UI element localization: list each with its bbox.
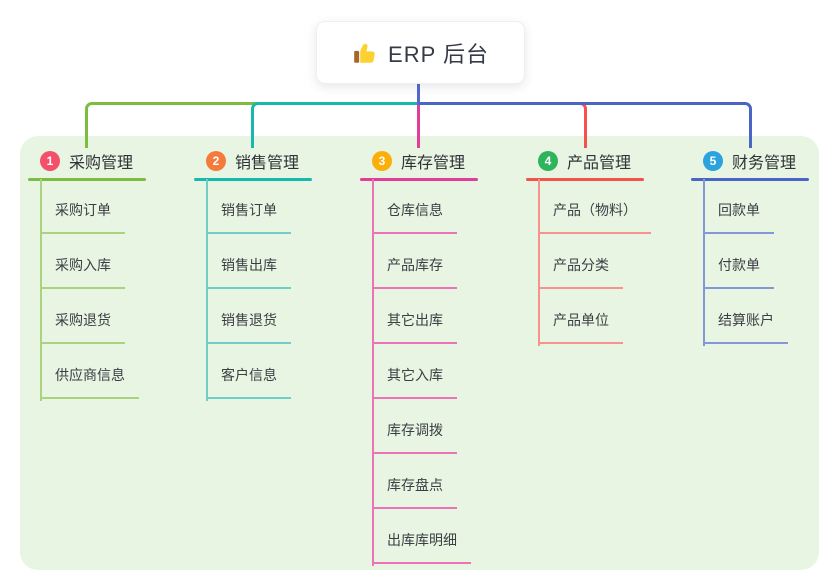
- child-node[interactable]: 采购入库: [40, 234, 125, 289]
- connector-line: [418, 102, 752, 148]
- branch-child-connector-line: [538, 179, 540, 346]
- branch-child-connector-line: [206, 179, 208, 401]
- branch-title-node[interactable]: 3 库存管理: [360, 146, 478, 176]
- branches-panel: [20, 136, 819, 570]
- branch: 3 库存管理 仓库信息产品库存其它出库其它入库库存调拨库存盘点出库库明细: [360, 146, 478, 566]
- branch-children: 仓库信息产品库存其它出库其它入库库存调拨库存盘点出库库明细: [372, 179, 471, 566]
- child-node[interactable]: 库存盘点: [372, 454, 457, 509]
- child-node[interactable]: 供应商信息: [40, 344, 139, 399]
- branch-number-badge: 5: [703, 151, 723, 171]
- child-node-label: 出库库明细: [387, 532, 457, 548]
- child-node-label: 产品库存: [387, 257, 443, 273]
- branch-underline: [360, 178, 478, 181]
- child-node[interactable]: 回款单: [703, 179, 774, 234]
- branch-label: 销售管理: [235, 155, 300, 172]
- root-node-label: ERP 后台: [388, 41, 489, 67]
- child-node[interactable]: 产品分类: [538, 234, 623, 289]
- child-node[interactable]: 库存调拨: [372, 399, 457, 454]
- child-node-label: 客户信息: [221, 367, 277, 383]
- branch-title-node[interactable]: 2 销售管理: [194, 146, 312, 176]
- branch-label: 财务管理: [732, 155, 797, 172]
- branch: 1 采购管理 采购订单采购入库采购退货供应商信息: [28, 146, 146, 401]
- branch-label: 产品管理: [567, 155, 632, 172]
- child-node-label: 产品（物料）: [553, 202, 637, 218]
- branch-child-connector-line: [703, 179, 705, 346]
- branch-underline: [194, 178, 312, 181]
- branch-number-badge: 3: [372, 151, 392, 171]
- branch: 2 销售管理 销售订单销售出库销售退货客户信息: [194, 146, 312, 401]
- branch-title-node[interactable]: 1 采购管理: [28, 146, 146, 176]
- branch-children: 销售订单销售出库销售退货客户信息: [206, 179, 291, 401]
- child-node[interactable]: 销售出库: [206, 234, 291, 289]
- child-node[interactable]: 采购订单: [40, 179, 125, 234]
- branch-underline: [526, 178, 644, 181]
- branch-underline: [28, 178, 146, 181]
- child-node[interactable]: 结算账户: [703, 289, 788, 344]
- child-node-label: 仓库信息: [387, 202, 443, 218]
- child-node[interactable]: 采购退货: [40, 289, 125, 344]
- child-node-label: 采购退货: [55, 312, 111, 328]
- child-node-label: 回款单: [718, 202, 760, 218]
- child-node-label: 库存调拨: [387, 422, 443, 438]
- child-node-label: 产品单位: [553, 312, 609, 328]
- child-node-label: 付款单: [718, 257, 760, 273]
- child-node[interactable]: 产品库存: [372, 234, 457, 289]
- branch-child-connector-line: [40, 179, 42, 401]
- thumbs-up-icon: [354, 43, 375, 63]
- child-node[interactable]: 仓库信息: [372, 179, 457, 234]
- root-node[interactable]: ERP 后台: [316, 21, 525, 84]
- connector-line: [251, 102, 419, 148]
- child-node-label: 销售订单: [221, 202, 277, 218]
- child-node-label: 销售退货: [221, 312, 277, 328]
- branch-label: 采购管理: [69, 155, 134, 172]
- child-node[interactable]: 客户信息: [206, 344, 291, 399]
- child-node[interactable]: 销售订单: [206, 179, 291, 234]
- child-node-label: 产品分类: [553, 257, 609, 273]
- child-node-label: 库存盘点: [387, 477, 443, 493]
- branch-title-node[interactable]: 4 产品管理: [526, 146, 644, 176]
- branch-label: 库存管理: [401, 155, 466, 172]
- child-node-label: 其它入库: [387, 367, 443, 383]
- branch-underline: [691, 178, 809, 181]
- branch-title-node[interactable]: 5 财务管理: [691, 146, 809, 176]
- branch-children: 产品（物料） 产品分类产品单位: [538, 179, 651, 346]
- child-node[interactable]: 产品（物料）: [538, 179, 651, 234]
- branch: 5 财务管理 回款单付款单结算账户: [691, 146, 809, 346]
- connector-line: [417, 102, 420, 148]
- branch-number-badge: 2: [206, 151, 226, 171]
- child-node-label: 其它出库: [387, 312, 443, 328]
- branch-children: 采购订单采购入库采购退货供应商信息: [40, 179, 139, 401]
- branch: 4 产品管理 产品（物料） 产品分类产品单位: [526, 146, 651, 346]
- connector-line: [417, 82, 420, 105]
- child-node-label: 采购订单: [55, 202, 111, 218]
- branch-child-connector-line: [372, 179, 374, 566]
- child-node-label: 销售出库: [221, 257, 277, 273]
- branch-number-badge: 4: [538, 151, 558, 171]
- child-node[interactable]: 销售退货: [206, 289, 291, 344]
- child-node[interactable]: 付款单: [703, 234, 774, 289]
- branch-children: 回款单付款单结算账户: [703, 179, 788, 346]
- child-node-label: 采购入库: [55, 257, 111, 273]
- child-node-label: 供应商信息: [55, 367, 125, 383]
- child-node[interactable]: 其它入库: [372, 344, 457, 399]
- child-node-label: 结算账户: [718, 312, 774, 328]
- child-node[interactable]: 其它出库: [372, 289, 457, 344]
- child-node[interactable]: 出库库明细: [372, 509, 471, 564]
- branch-number-badge: 1: [40, 151, 60, 171]
- child-node[interactable]: 产品单位: [538, 289, 623, 344]
